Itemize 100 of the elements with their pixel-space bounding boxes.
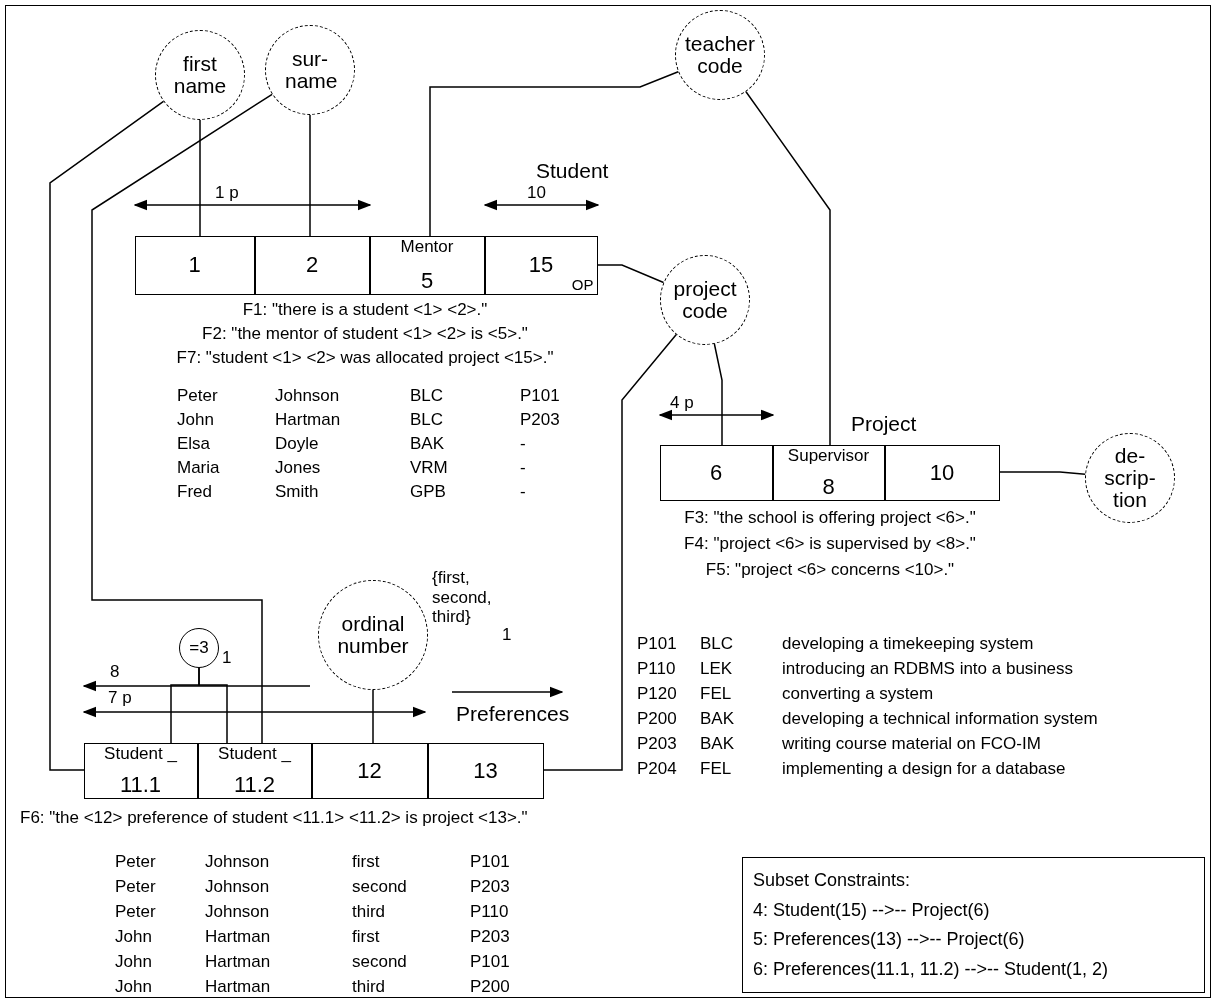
- population-cell: FEL: [700, 759, 732, 779]
- role-name: Mentor: [400, 236, 454, 257]
- population-cell: BAK: [700, 709, 735, 729]
- population-cell: Peter: [115, 877, 156, 897]
- population-cell: third: [352, 977, 386, 997]
- population-cell: first: [352, 927, 380, 947]
- population-cell: P110: [470, 902, 509, 922]
- population-cell: BLC: [410, 386, 444, 406]
- connector-line: [309, 114, 311, 237]
- population-cell: P101: [470, 852, 510, 872]
- connector-line: [597, 264, 665, 284]
- population-cell: implementing a design for a database: [782, 759, 1066, 779]
- population-cell: Jones: [275, 458, 321, 478]
- population-cell: second: [352, 952, 407, 972]
- constraint-text: 5: Preferences(13) -->-- Project(6): [753, 929, 1025, 951]
- role-number: 11.1: [119, 771, 162, 798]
- fact-type-name: Project: [851, 412, 917, 436]
- population-cell: BLC: [410, 410, 444, 430]
- population-cell: -: [520, 482, 526, 502]
- role-number: 8: [822, 473, 835, 500]
- fact-expression: F7: "student <1> <2> was allocated project <15>.": [176, 348, 554, 367]
- population-cell: Hartman: [275, 410, 341, 430]
- uniqueness-label: 10: [527, 183, 546, 203]
- population-cell: Doyle: [275, 434, 319, 454]
- population-cell: Peter: [177, 386, 218, 406]
- role-number: 12: [357, 757, 382, 784]
- population-cell: P101: [470, 952, 510, 972]
- fact-expression: F5: "project <6> concerns <10>.": [705, 560, 955, 579]
- fact-expression: F2: "the mentor of student <1> <2> is <5>.": [202, 324, 528, 343]
- population-cell: BLC: [700, 634, 734, 654]
- population-cell: first: [352, 852, 380, 872]
- population-cell: John: [115, 977, 152, 997]
- population-cell: second: [352, 877, 407, 897]
- population-cell: Johnson: [275, 386, 340, 406]
- population-cell: Johnson: [205, 877, 270, 897]
- role-name: Student _: [218, 743, 291, 764]
- fact-type-name: Student: [536, 159, 609, 183]
- population-cell: P203: [637, 734, 677, 754]
- role-box: [772, 444, 885, 501]
- role-number: 10: [929, 459, 955, 486]
- fact-expression: F6: "the <12> preference of student <11.1> <11.2> is project <13>.": [20, 808, 528, 827]
- population-cell: converting a system: [782, 684, 934, 704]
- population-cell: writing course material on FCO-IM: [782, 734, 1041, 754]
- role-number: 11.2: [233, 771, 276, 798]
- population-cell: LEK: [700, 659, 733, 679]
- population-cell: John: [177, 410, 214, 430]
- role-name: Student _: [104, 743, 177, 764]
- connector-line: [198, 667, 228, 744]
- population-cell: Maria: [177, 458, 220, 478]
- population-cell: Peter: [115, 852, 156, 872]
- connector-line: [713, 343, 723, 446]
- population-cell: introducing an RDBMS into a business: [782, 659, 1074, 679]
- population-cell: developing a technical information system: [782, 709, 1098, 729]
- population-cell: Hartman: [205, 927, 271, 947]
- population-cell: -: [520, 458, 526, 478]
- population-cell: P101: [520, 386, 560, 406]
- connector-line: [429, 70, 679, 237]
- object-type-name: de-scrip-tion: [1103, 444, 1157, 512]
- population-cell: -: [520, 434, 526, 454]
- constraint-heading: Subset Constraints:: [753, 870, 911, 892]
- population-cell: third: [352, 902, 386, 922]
- population-cell: P101: [637, 634, 677, 654]
- object-type-name: first name: [172, 52, 228, 98]
- constraint-text: 4: Student(15) -->-- Project(6): [753, 899, 990, 921]
- connector-line: [91, 93, 273, 744]
- role-box: [311, 742, 428, 799]
- object-type-name: sur-name: [285, 47, 335, 93]
- connector-line: [199, 119, 201, 237]
- value-constraint: {first, second, third}: [432, 568, 493, 627]
- uniqueness-label: 1 p: [215, 183, 239, 203]
- uniqueness-label: 4 p: [670, 393, 694, 413]
- population-cell: P200: [470, 977, 510, 997]
- population-cell: Johnson: [205, 852, 270, 872]
- role-name: Supervisor: [787, 445, 870, 466]
- population-cell: VRM: [410, 458, 448, 478]
- uniqueness-label: 8: [110, 662, 120, 682]
- role-number: 5: [420, 267, 434, 294]
- population-cell: FEL: [700, 684, 732, 704]
- population-cell: P120: [637, 684, 677, 704]
- role-number: 6: [709, 459, 723, 486]
- population-cell: P203: [470, 877, 510, 897]
- population-cell: developing a timekeeping system: [782, 634, 1034, 654]
- role-number: 2: [305, 252, 319, 278]
- population-cell: BAK: [410, 434, 445, 454]
- constraint-subscript: 1: [502, 625, 512, 645]
- connector-line: [372, 689, 374, 744]
- connector-line: [999, 471, 1086, 475]
- population-cell: Peter: [115, 902, 156, 922]
- role-number: 13: [473, 757, 498, 784]
- constraint-text: =3: [189, 639, 209, 657]
- population-cell: Smith: [275, 482, 319, 502]
- population-cell: Fred: [177, 482, 212, 502]
- connector-line: [543, 333, 678, 771]
- fact-expression: F4: "project <6> is supervised by <8>.": [684, 534, 976, 553]
- option-mark: OP: [571, 275, 594, 293]
- role-box: [254, 235, 370, 295]
- population-cell: P203: [520, 410, 560, 430]
- population-cell: John: [115, 952, 152, 972]
- population-cell: P203: [470, 927, 510, 947]
- uniqueness-label: 7 p: [108, 688, 132, 708]
